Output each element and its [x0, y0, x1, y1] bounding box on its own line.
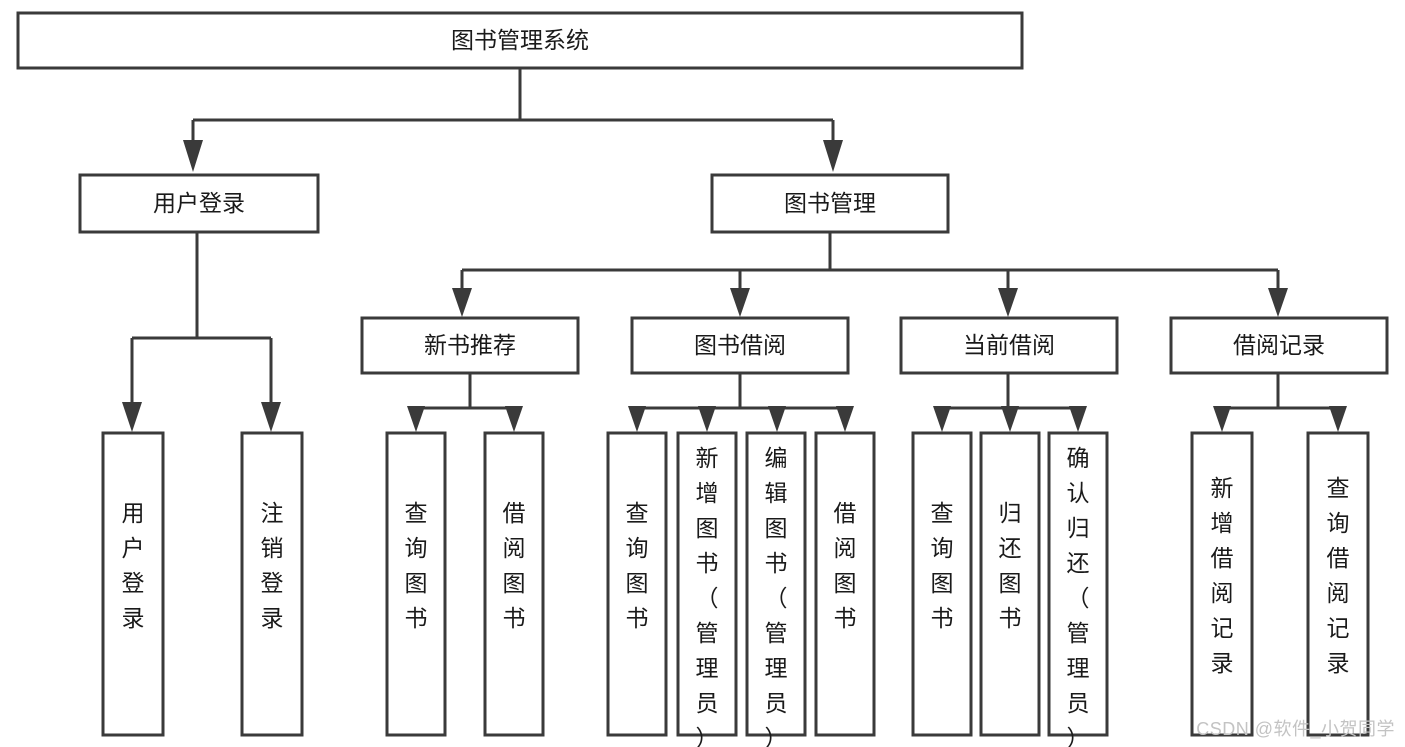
- leaf-node-edit-book-admin[interactable]: 编辑图书（管理员）: [745, 431, 807, 747]
- leaf-node-query-borrow-record[interactable]: 查询借阅记录: [1306, 431, 1370, 737]
- leaf-node-add-borrow-record[interactable]: 新增借阅记录: [1190, 431, 1254, 737]
- leaf-node-user-login[interactable]: 用户登录: [101, 431, 165, 737]
- leaf-node-borrow-book-borrow-label: 借阅图书: [834, 500, 857, 631]
- node-book-management-label: 图书管理: [784, 190, 876, 216]
- leaf-node-query-book-borrow[interactable]: 查询图书: [606, 431, 668, 737]
- node-book-borrow[interactable]: 图书借阅: [630, 316, 850, 375]
- leaf-node-borrow-book-recommend[interactable]: 借阅图书: [483, 431, 545, 737]
- leaf-node-query-borrow-record-label: 查询借阅记录: [1327, 475, 1350, 676]
- leaf-node-return-book-label: 归还图书: [999, 500, 1022, 631]
- connector-root-to-level1: [183, 68, 843, 172]
- connector-newbook-to-leaves: [407, 373, 523, 432]
- node-new-book-recommend-label: 新书推荐: [424, 332, 516, 358]
- leaf-node-query-book-borrow-label: 查询图书: [626, 500, 649, 631]
- leaf-node-add-book-admin-label: 新增图书（管理员）: [696, 445, 719, 747]
- node-new-book-recommend[interactable]: 新书推荐: [360, 316, 580, 375]
- leaf-node-query-book-current[interactable]: 查询图书: [911, 431, 973, 737]
- leaf-node-confirm-return-admin-label: 确认归还（管理员）: [1067, 445, 1090, 747]
- leaf-node-query-book-recommend[interactable]: 查询图书: [385, 431, 447, 737]
- connector-userlogin-to-leaves: [122, 232, 281, 432]
- leaf-node-logout-label: 注销登录: [261, 500, 284, 631]
- node-borrow-record[interactable]: 借阅记录: [1169, 316, 1389, 375]
- node-borrow-record-label: 借阅记录: [1233, 332, 1325, 358]
- node-current-borrow[interactable]: 当前借阅: [899, 316, 1119, 375]
- node-book-borrow-label: 图书借阅: [694, 332, 786, 358]
- node-current-borrow-label: 当前借阅: [963, 332, 1055, 358]
- node-user-login-label: 用户登录: [153, 190, 245, 216]
- leaf-node-confirm-return-admin[interactable]: 确认归还（管理员）: [1047, 431, 1109, 747]
- leaf-node-query-book-recommend-label: 查询图书: [405, 500, 428, 631]
- leaf-node-logout[interactable]: 注销登录: [240, 431, 304, 737]
- connector-borrow-to-leaves: [628, 373, 854, 432]
- connector-current-to-leaves: [933, 373, 1087, 432]
- leaf-node-add-book-admin[interactable]: 新增图书（管理员）: [676, 431, 738, 747]
- leaf-node-return-book[interactable]: 归还图书: [979, 431, 1041, 737]
- leaf-node-add-borrow-record-label: 新增借阅记录: [1211, 475, 1234, 676]
- leaf-node-user-login-label: 用户登录: [122, 500, 145, 631]
- node-book-management[interactable]: 图书管理: [710, 173, 950, 234]
- leaf-node-borrow-book-recommend-label: 借阅图书: [503, 500, 526, 631]
- leaf-node-query-book-current-label: 查询图书: [931, 500, 954, 631]
- connector-bookmgmt-to-level2: [452, 232, 1288, 317]
- connector-record-to-leaves: [1213, 373, 1347, 432]
- leaf-node-edit-book-admin-label: 编辑图书（管理员）: [765, 445, 788, 747]
- node-root[interactable]: 图书管理系统: [16, 11, 1024, 70]
- leaf-node-borrow-book-borrow[interactable]: 借阅图书: [814, 431, 876, 737]
- node-root-label: 图书管理系统: [451, 27, 589, 53]
- node-user-login[interactable]: 用户登录: [78, 173, 320, 234]
